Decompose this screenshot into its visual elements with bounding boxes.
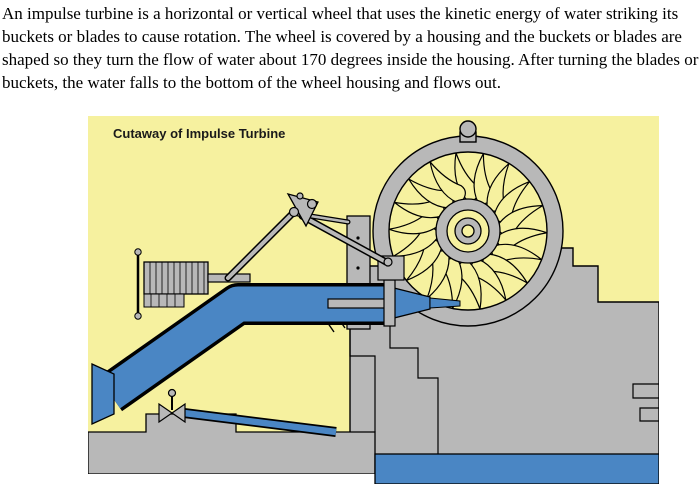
floor-group bbox=[88, 413, 376, 484]
rod-b bbox=[300, 214, 388, 264]
pit-step-left bbox=[349, 329, 376, 432]
crank-pivot bbox=[288, 206, 300, 218]
turbine-figure: Cutaway of Impulse Turbine bbox=[88, 116, 659, 484]
wheel-group bbox=[388, 151, 548, 311]
wheel-hub bbox=[435, 198, 501, 264]
pit-step-right bbox=[389, 314, 439, 454]
dome-knob bbox=[459, 120, 477, 138]
governor-linkage-group bbox=[134, 192, 405, 320]
nozzle-flange bbox=[383, 279, 396, 327]
servo-lower bbox=[143, 293, 185, 308]
bracket-end-top bbox=[134, 248, 142, 256]
valve-handle bbox=[167, 388, 177, 398]
penstock-group bbox=[91, 279, 461, 426]
drain-valve-group bbox=[158, 388, 337, 437]
housing-notches bbox=[632, 383, 659, 422]
servo-lower-ribs bbox=[150, 294, 176, 307]
water-jet bbox=[429, 297, 461, 309]
fitting-joint bbox=[383, 257, 393, 267]
valve-body-left bbox=[158, 402, 174, 424]
crank-joint-small bbox=[296, 192, 304, 200]
crank-joint bbox=[306, 198, 318, 210]
tailwater-pool bbox=[374, 453, 659, 484]
floor-bottom-strip bbox=[88, 474, 375, 484]
plate-bolt bbox=[356, 266, 360, 270]
servo-ribs bbox=[149, 262, 205, 294]
drain-pipe bbox=[183, 409, 337, 436]
bracket-end-bottom bbox=[134, 312, 142, 320]
penstock-inlet-bell bbox=[91, 362, 115, 426]
rod-a bbox=[226, 210, 296, 280]
impulse-turbine-diagram bbox=[88, 116, 659, 484]
needle-shaft bbox=[327, 298, 391, 309]
valve-body-right bbox=[170, 402, 186, 424]
hub-center bbox=[461, 224, 475, 238]
diagram-title: Cutaway of Impulse Turbine bbox=[113, 126, 286, 141]
intro-paragraph: An impulse turbine is a horizontal or ve… bbox=[2, 4, 699, 92]
servo-body bbox=[143, 261, 209, 295]
plate-bolt bbox=[356, 236, 360, 240]
